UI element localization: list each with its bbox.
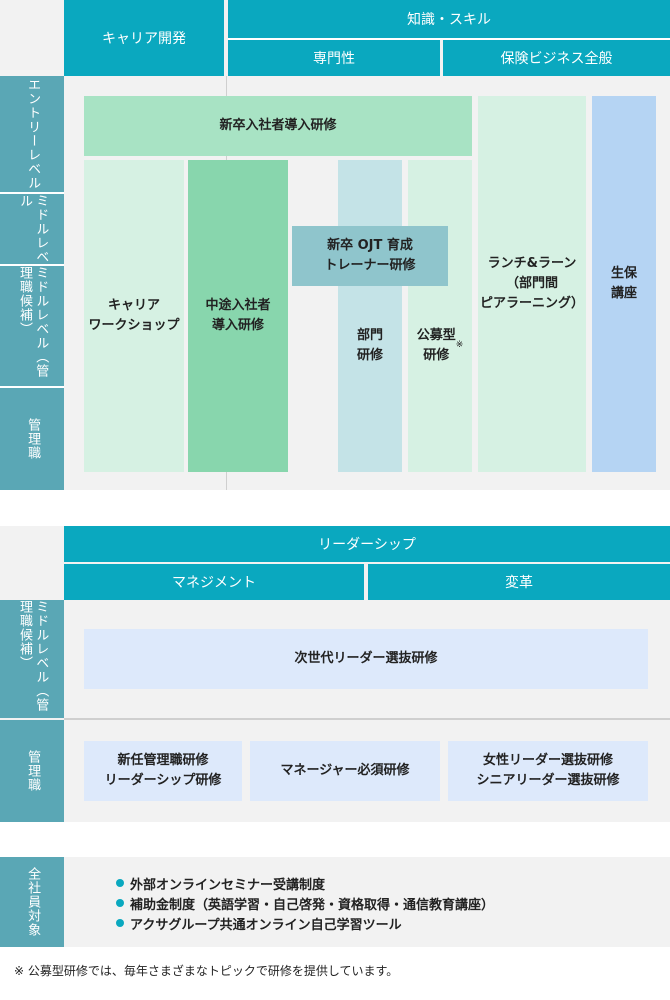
level2-manager: 管理職 (0, 720, 64, 822)
program-women-senior-leader: 女性リーダー選抜研修 シニアリーダー選抜研修 (448, 741, 648, 801)
public-training-note-mark: ※ (455, 340, 464, 351)
program-manager-required: マネージャー必須研修 (250, 741, 440, 801)
program-career-workshop: キャリア ワークショップ (84, 160, 184, 472)
header-career-development: キャリア開発 (64, 0, 224, 76)
bullet-icon (116, 899, 124, 907)
row-line-3 (0, 386, 64, 388)
section3-panel (0, 857, 670, 947)
header-insurance-business: 保険ビジネス全般 (443, 40, 670, 76)
header-specialty: 専門性 (228, 40, 440, 76)
header-divider (228, 38, 670, 40)
list-item: 外部オンラインセミナー受講制度 (116, 873, 656, 893)
level-entry: エントリーレベル (0, 76, 64, 192)
row-line-1 (0, 192, 64, 194)
level2-middle-manager-candidate: ミドルレベル（管理職候補） (0, 600, 64, 718)
program-life-insurance-course: 生保 講座 (592, 96, 656, 472)
program-next-gen-leader: 次世代リーダー選抜研修 (84, 629, 648, 689)
list-item: 補助金制度（英語学習・自己啓発・資格取得・通信教育講座） (116, 893, 656, 913)
list-item: アクサグループ共通オンライン自己学習ツール (116, 913, 656, 933)
program-new-grad-onboarding: 新卒入社者導入研修 (84, 96, 472, 156)
program-public-training-label: 公募型 研修 (416, 327, 456, 363)
program-public-training: 公募型 研修※ (408, 160, 472, 472)
row-line-2 (0, 264, 64, 266)
header-knowledge-skill: 知識・スキル (228, 0, 670, 38)
bullet-icon (116, 879, 124, 887)
program-new-manager-leadership: 新任管理職研修 リーダーシップ研修 (84, 741, 242, 801)
program-ojt-trainer: 新卒 OJT 育成 トレーナー研修 (292, 226, 448, 286)
header-change: 変革 (368, 564, 670, 600)
all-employee-program-list: 外部オンラインセミナー受講制度 補助金制度（英語学習・自己啓発・資格取得・通信教… (116, 873, 656, 935)
level-middle: ミドルレベル (0, 194, 64, 264)
program-department-training: 部門 研修 (338, 160, 402, 472)
header-leadership: リーダーシップ (64, 526, 670, 562)
program-midcareer-onboarding: 中途入社者 導入研修 (188, 160, 288, 472)
program-lunch-and-learn: ランチ&ラーン （部門間 ピアラーニング） (478, 96, 586, 472)
level-manager: 管理職 (0, 388, 64, 490)
section2-row-divider (64, 718, 670, 720)
level-all-employees: 全社員対象 (0, 857, 64, 947)
level-middle-manager-candidate: ミドルレベル（管理職候補） (0, 266, 64, 386)
header-management: マネジメント (64, 564, 364, 600)
footnote: ※ 公募型研修では、毎年さまざまなトピックで研修を提供しています。 (14, 964, 399, 978)
bullet-icon (116, 919, 124, 927)
